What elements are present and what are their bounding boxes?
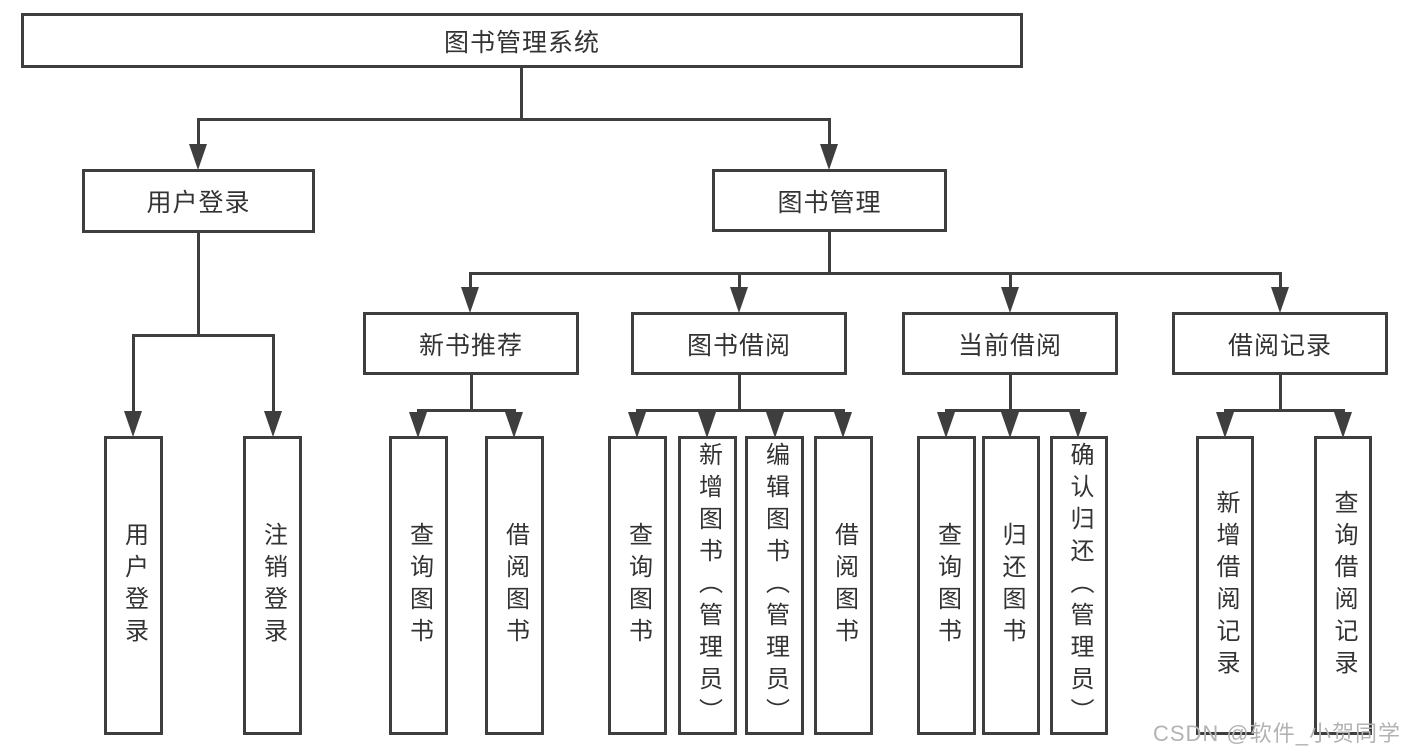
arrowhead-down-icon [1216, 412, 1234, 438]
leaf-logout-label: 注销登录 [259, 521, 287, 650]
leaf-br-query-record: 查询借阅记录 [1314, 436, 1372, 735]
leaf-user-login: 用户登录 [104, 436, 163, 735]
arrowhead-down-icon [698, 412, 716, 438]
leaf-bb-edit-book-label: 编辑图书（管理员） [761, 441, 789, 730]
connector-br-branch [1224, 409, 1345, 412]
arrowhead-down-icon [834, 412, 852, 438]
connector-drop-book-mgmt [828, 118, 831, 150]
arrowhead-down-icon [766, 412, 784, 438]
leaf-cb-confirm-return: 确认归还（管理员） [1050, 436, 1108, 735]
connector-drop-ul-logout [272, 334, 275, 414]
leaf-cb-return-book-label: 归还图书 [998, 521, 1025, 650]
arrowhead-down-icon [937, 412, 955, 438]
leaf-bb-borrow-book: 借阅图书 [814, 436, 873, 735]
arrowhead-down-icon [264, 411, 282, 437]
node-book-mgmt-label: 图书管理 [777, 188, 882, 217]
connector-level2-branch [197, 118, 831, 121]
node-user-login-label: 用户登录 [146, 189, 251, 217]
node-current-borrow-label: 当前借阅 [957, 331, 1062, 360]
connector-bb-branch [636, 409, 845, 412]
node-user-login: 用户登录 [82, 169, 315, 233]
arrowhead-down-icon [1001, 412, 1019, 438]
node-new-book-rec-label: 新书推荐 [418, 331, 523, 360]
node-book-borrow: 图书借阅 [631, 312, 847, 375]
leaf-nb-borrow-book-label: 借阅图书 [501, 521, 529, 650]
leaf-bb-edit-book: 编辑图书（管理员） [745, 436, 804, 735]
connector-drop-new-book-rec [469, 272, 472, 290]
leaf-cb-query-book-label: 查询图书 [933, 521, 961, 650]
arrowhead-down-icon [409, 412, 427, 438]
leaf-bb-borrow-book-label: 借阅图书 [830, 521, 858, 650]
connector-drop-borrow-record [1279, 272, 1282, 290]
leaf-bb-add-book: 新增图书（管理员） [678, 436, 737, 735]
node-current-borrow: 当前借阅 [902, 312, 1118, 375]
connector-nb-branch [417, 409, 516, 412]
leaf-cb-return-book: 归还图书 [982, 436, 1040, 735]
leaf-logout: 注销登录 [243, 436, 302, 735]
leaf-nb-borrow-book: 借阅图书 [485, 436, 544, 735]
arrowhead-down-icon [1069, 412, 1087, 438]
connector-drop-book-borrow [738, 272, 741, 290]
node-borrow-record-label: 借阅记录 [1227, 331, 1332, 360]
arrowhead-down-icon [628, 412, 646, 438]
connector-book-borrow-stem [738, 375, 741, 412]
leaf-br-add-record: 新增借阅记录 [1196, 436, 1254, 735]
node-new-book-rec: 新书推荐 [363, 312, 579, 375]
arrowhead-down-icon [1001, 287, 1019, 313]
leaf-cb-query-book: 查询图书 [917, 436, 976, 735]
connector-user-login-stem [197, 233, 200, 337]
connector-borrow-record-stem [1279, 375, 1282, 412]
csdn-watermark: CSDN @软件_小贺同学 [1152, 721, 1401, 746]
arrowhead-down-icon [820, 144, 838, 170]
connector-book-mgmt-stem [828, 232, 831, 275]
leaf-br-query-record-label: 查询借阅记录 [1330, 489, 1357, 682]
arrowhead-down-icon [1334, 412, 1352, 438]
connector-drop-current-borrow [1009, 272, 1012, 290]
leaf-user-login-label: 用户登录 [120, 521, 148, 650]
connector-drop-user-login [197, 118, 200, 150]
connector-user-login-branch [132, 334, 275, 337]
arrowhead-down-icon [1271, 287, 1289, 313]
arrowhead-down-icon [730, 287, 748, 313]
arrowhead-down-icon [124, 411, 142, 437]
connector-drop-ul-login [132, 334, 135, 414]
leaf-cb-confirm-return-label: 确认归还（管理员） [1066, 441, 1093, 730]
leaf-bb-query-book-label: 查询图书 [624, 521, 652, 650]
leaf-bb-add-book-label: 新增图书（管理员） [694, 441, 722, 730]
arrowhead-down-icon [189, 144, 207, 170]
leaf-nb-query-book: 查询图书 [389, 436, 448, 735]
node-root-label: 图书管理系统 [443, 28, 600, 57]
connector-level3-branch [469, 272, 1282, 275]
arrowhead-down-icon [505, 412, 523, 438]
node-book-mgmt: 图书管理 [712, 169, 947, 232]
leaf-nb-query-book-label: 查询图书 [405, 521, 433, 650]
connector-cb-branch [945, 409, 1080, 412]
node-root: 图书管理系统 [21, 13, 1023, 68]
leaf-bb-query-book: 查询图书 [608, 436, 667, 735]
leaf-br-add-record-label: 新增借阅记录 [1212, 489, 1239, 682]
connector-current-borrow-stem [1009, 375, 1012, 412]
node-book-borrow-label: 图书借阅 [686, 331, 791, 360]
arrowhead-down-icon [461, 287, 479, 313]
connector-new-book-rec-stem [470, 375, 473, 412]
node-borrow-record: 借阅记录 [1172, 312, 1388, 375]
connector-root-stem [520, 68, 523, 120]
